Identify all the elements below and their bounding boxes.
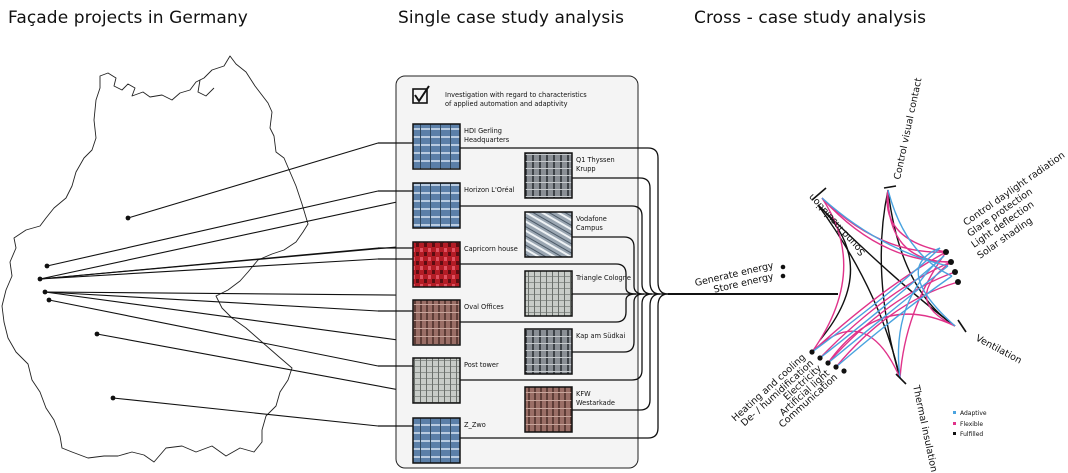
project-label: KFW [576, 390, 591, 398]
axis-ticks [811, 185, 967, 385]
project-label: Horizon L'Oréal [464, 186, 515, 194]
project-thumbnails [412, 123, 573, 464]
investigation-line-1: Investigation with regard to characteris… [445, 91, 587, 99]
project-label: Headquarters [464, 136, 510, 144]
project-label: Capricorn house [464, 245, 518, 253]
project-label: HDI Gerling [464, 127, 502, 135]
project-label: Westarkade [576, 399, 615, 407]
project-label: Oval Offices [464, 303, 504, 311]
legend-label-adaptive: Adaptive [960, 410, 987, 417]
legend-label-flexible: Flexible [960, 421, 983, 428]
project-label: Kap am Südkai [576, 332, 625, 340]
project-label: Vodafone [576, 215, 607, 223]
project-label: Krupp [576, 165, 596, 173]
axis-label-visual: Control visual contact [892, 77, 924, 181]
checkbox-icon [412, 85, 430, 104]
project-label: Q1 Thyssen [576, 156, 615, 164]
legend-swatch-flexible [953, 422, 956, 425]
legend: Adaptive Flexible Fulfilled [953, 410, 987, 438]
cross-case-network [811, 189, 959, 379]
legend-swatch-fulfilled [953, 432, 956, 435]
axis-label-ventilation: Ventilation [974, 333, 1024, 366]
legend-label-fulfilled: Fulfilled [960, 431, 983, 438]
heading-single-case: Single case study analysis [398, 8, 625, 28]
legend-swatch-adaptive [953, 411, 956, 414]
heading-map: Façade projects in Germany [8, 8, 248, 28]
project-label: Campus [576, 224, 603, 232]
project-connector-lines [378, 142, 838, 439]
axis-label-thermal: Thermal insulation [910, 383, 939, 473]
axis-label-sound: Sound insulation [807, 191, 868, 257]
map-dot [37, 215, 131, 401]
project-label: Post tower [464, 361, 499, 369]
project-label: Triangle Cologne [575, 274, 631, 282]
investigation-line-2: of applied automation and adaptivity [445, 100, 568, 108]
heading-cross-case: Cross - case study analysis [694, 8, 927, 28]
project-label: Z_Zwo [464, 421, 486, 429]
axis-endpoint-dots [780, 249, 961, 374]
germany-map [1, 55, 309, 463]
